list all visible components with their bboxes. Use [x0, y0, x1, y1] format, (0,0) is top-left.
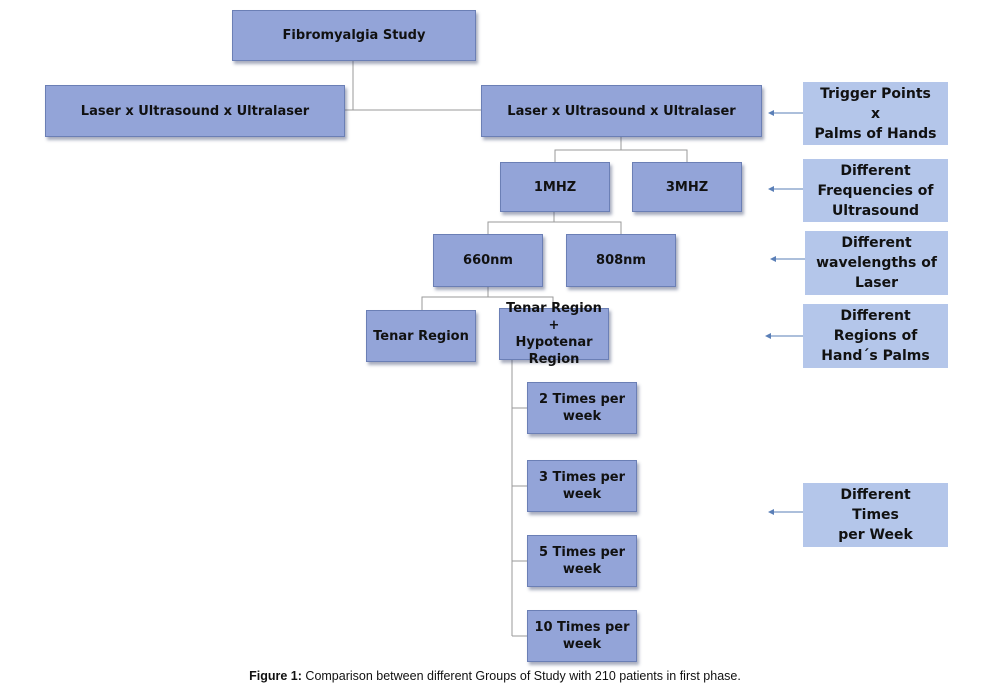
side-arrows: [765, 110, 805, 515]
frequencies-label-box: Different Frequencies of Ultrasound: [803, 159, 948, 222]
root-node: Fibromyalgia Study: [232, 10, 476, 61]
times-10-label: 10 Times per week: [534, 620, 630, 652]
times-10-node: 10 Times per week: [527, 610, 637, 662]
frequency-3mhz-label: 3MHZ: [665, 179, 709, 195]
regions-label-box: Different Regions of Hand´s Palms: [803, 304, 948, 368]
figure-caption: Figure 1: Comparison between different G…: [0, 669, 990, 683]
trigger-points-label: Trigger Points x Palms of Hands: [814, 85, 937, 142]
frequency-1mhz-label: 1MHZ: [533, 179, 577, 195]
frequency-to-wavelength-connector: [487, 221, 622, 234]
left-branch-node: Laser x Ultrasound x Ultralaser: [45, 85, 345, 137]
times-5-label: 5 Times per week: [538, 545, 626, 577]
wavelength-660-label: 660nm: [463, 253, 513, 268]
frequencies-label: Different Frequencies of Ultrasound: [817, 162, 934, 219]
branch-to-frequency-connector: [554, 149, 688, 162]
tenar-hypotenar-region-node: Tenar Region + Hypotenar Region: [499, 301, 609, 367]
wavelengths-label-box: Different wavelengths of Laser: [805, 231, 948, 295]
tenar-region-label: Tenar Region: [373, 328, 469, 344]
figure-caption-text: Comparison between different Groups of S…: [301, 669, 741, 683]
left-branch-label: Laser x Ultrasound x Ultralaser: [80, 103, 310, 119]
figure-caption-label: Figure 1:: [249, 669, 302, 683]
wavelengths-label: Different wavelengths of Laser: [816, 235, 937, 291]
frequency-3mhz-node: 3MHZ: [632, 162, 742, 212]
wavelength-660-node: 660nm: [433, 234, 543, 287]
right-branch-node: Laser x Ultrasound x Ultralaser: [481, 85, 762, 137]
wavelength-808-label: 808nm: [596, 253, 646, 268]
right-branch-label: Laser x Ultrasound x Ultralaser: [507, 103, 736, 119]
tenar-region-node: Tenar Region: [366, 310, 476, 362]
times-label-box: Different Times per Week: [803, 483, 948, 547]
tree-connectors: [345, 61, 688, 637]
times-5-node: 5 Times per week: [527, 535, 637, 587]
root-node-label: Fibromyalgia Study: [282, 28, 426, 43]
root-connector: [352, 61, 481, 111]
times-label: Different Times per Week: [838, 487, 913, 543]
times-2-label: 2 Times per week: [538, 392, 626, 424]
wavelength-808-node: 808nm: [566, 234, 676, 287]
frequency-1mhz-node: 1MHZ: [500, 162, 610, 212]
times-2-node: 2 Times per week: [527, 382, 637, 434]
regions-label: Different Regions of Hand´s Palms: [821, 308, 930, 364]
times-3-node: 3 Times per week: [527, 460, 637, 512]
tenar-hypotenar-region-label: Tenar Region + Hypotenar Region: [506, 301, 602, 367]
times-3-label: 3 Times per week: [538, 470, 626, 502]
trigger-points-label-box: Trigger Points x Palms of Hands: [803, 82, 948, 145]
